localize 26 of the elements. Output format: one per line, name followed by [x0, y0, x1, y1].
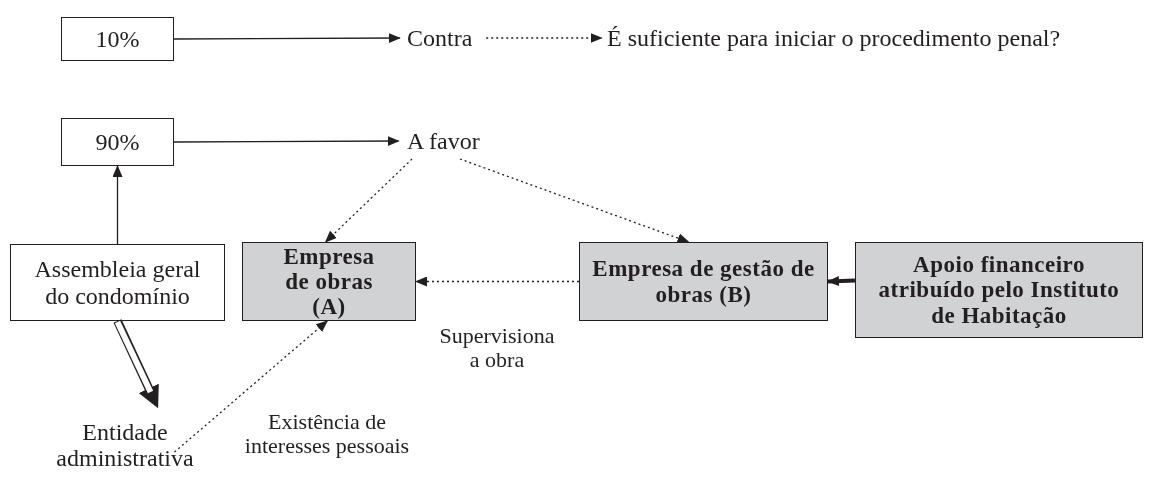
question-text: É suficiente para iniciar o procedimento penal?: [607, 24, 1061, 52]
outcome-text: A favor: [407, 127, 480, 155]
box-label: 10%: [95, 25, 140, 53]
box-label: Empresa de gestão de obras (B): [591, 256, 816, 307]
outcome-text: Contra: [407, 24, 473, 52]
arrow: [173, 33, 401, 44]
entity-text: Entidade administrativa: [55, 418, 195, 472]
box-label: Empresa de obras (A): [282, 243, 376, 320]
arrow: [827, 276, 856, 287]
arrow: [415, 276, 580, 287]
arrow: [112, 165, 123, 245]
box-label: Assembleia geral do condomínio: [33, 256, 202, 309]
entity-box: [242, 242, 416, 321]
arrow: [485, 33, 603, 43]
arrow: [459, 158, 690, 243]
arrow: [324, 158, 413, 243]
arrow: [173, 136, 400, 147]
box-label: 90%: [95, 128, 140, 156]
box-label: Apoio financeiro atribuído pelo Instituto de Habitação: [877, 252, 1121, 328]
arrow: [173, 320, 328, 453]
percentage-box: [61, 17, 174, 61]
entity-box: [855, 242, 1143, 338]
entity-box: [579, 242, 828, 321]
percentage-box: [61, 118, 174, 166]
entity-box: [10, 244, 225, 321]
double-line-arrow: [113, 319, 159, 409]
